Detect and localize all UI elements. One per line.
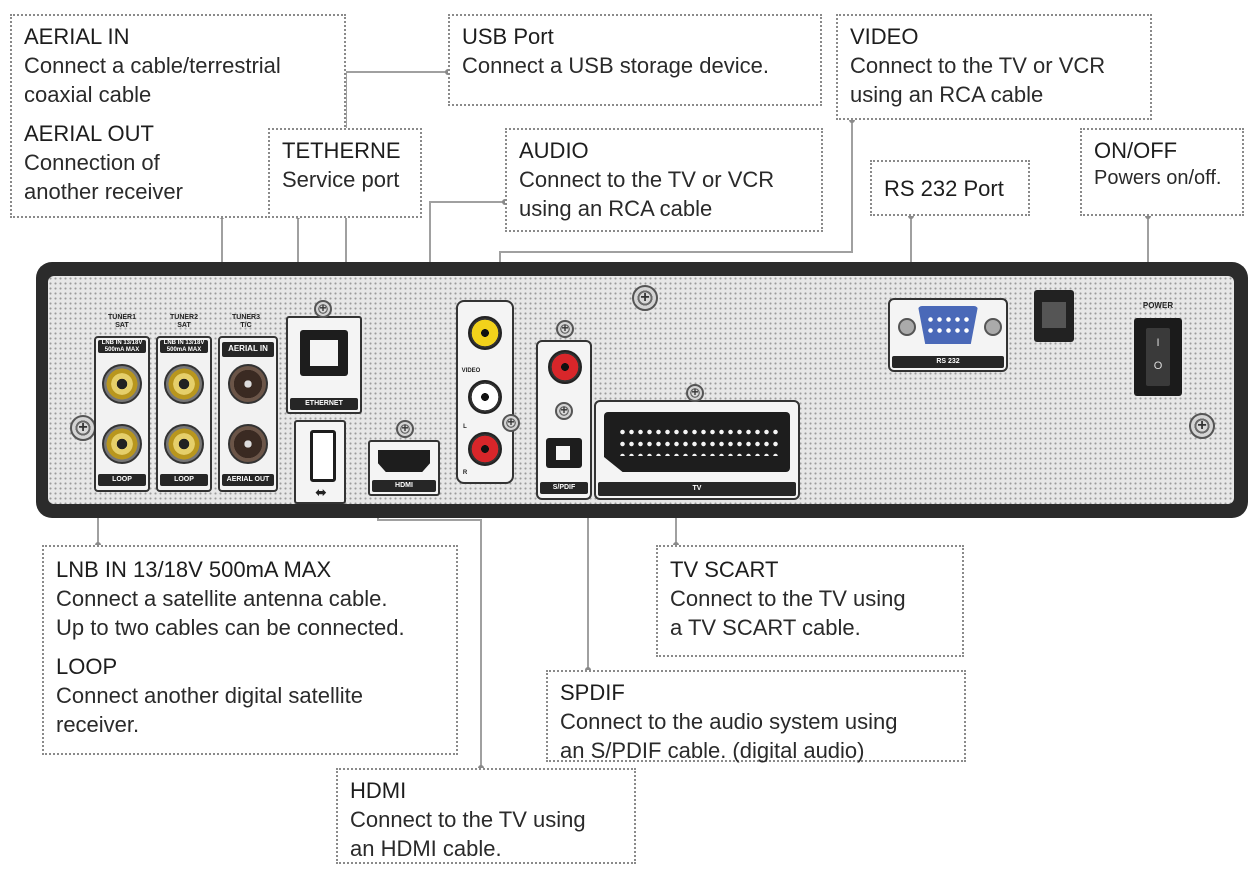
callout-onoff: ON/OFF Powers on/off. (1080, 128, 1244, 216)
ethernet-port[interactable]: ETHERNET (286, 316, 362, 414)
lnb-label: LNB IN 13/18V 500mA MAX (160, 340, 208, 354)
callout-lnb: LNB IN 13/18V 500mA MAX Connect a satell… (42, 545, 458, 755)
aerial-in-label: AERIAL IN (222, 342, 274, 357)
coax-audio-connector[interactable] (548, 350, 582, 384)
spdif-label: S/PDIF (540, 482, 588, 494)
aerial-in-connector[interactable] (228, 364, 268, 404)
callout-spdif: SPDIF Connect to the audio system using … (546, 670, 966, 764)
spdif-block: + S/PDIF (536, 340, 592, 500)
aerial-in-desc: Connect a cable/terrestrial coaxial cabl… (24, 53, 281, 108)
audio-r-connector[interactable] (468, 432, 502, 466)
onoff-title: ON/OFF (1094, 138, 1178, 163)
usb-icon: ⬌ (315, 484, 327, 500)
callout-rs232: RS 232 Port (870, 160, 1030, 216)
rs232-port[interactable]: RS 232 (888, 298, 1008, 372)
tuner2-label: TUNER2 SAT (169, 314, 198, 329)
power-switch[interactable]: I O (1134, 318, 1182, 396)
lnb-in-2-connector[interactable] (164, 364, 204, 404)
screw-icon: + (632, 285, 658, 311)
loop-2-connector[interactable] (164, 424, 204, 464)
hdmi-desc: Connect to the TV using an HDMI cable. (350, 807, 586, 862)
tv-scart-port[interactable]: TV (594, 400, 800, 500)
aerial-out-desc: Connection of another receiver (24, 150, 183, 205)
audio-l-label: L (463, 424, 467, 430)
av-rca-block: VIDEO L R (456, 300, 514, 484)
screw-icon: + (396, 420, 414, 438)
loop-1-connector[interactable] (102, 424, 142, 464)
usb-port[interactable]: ⬌ (294, 420, 346, 504)
audio-title: AUDIO (519, 138, 589, 163)
rs232-label: RS 232 (892, 356, 1004, 368)
loop-desc: Connect another digital satellite receiv… (56, 683, 363, 738)
callout-tvscart: TV SCART Connect to the TV using a TV SC… (656, 545, 964, 657)
ethernet-label: ETHERNET (290, 398, 358, 410)
hdmi-title: HDMI (350, 778, 407, 803)
optical-cover (1034, 290, 1074, 342)
switch-off-mark: O (1153, 360, 1163, 372)
screw-icon: + (314, 300, 332, 318)
audio-desc: Connect to the TV or VCR using an RCA ca… (519, 167, 775, 222)
switch-on-mark: I (1156, 337, 1160, 349)
tuner3-block: AERIAL IN AERIAL OUT (218, 336, 278, 492)
video-desc: Connect to the TV or VCR using an RCA ca… (850, 53, 1106, 108)
tuner3-label: TUNER3 T/C (231, 314, 260, 329)
usb-desc: Connect a USB storage device. (462, 53, 769, 79)
audio-l-connector[interactable] (468, 380, 502, 414)
screw-icon: + (556, 320, 574, 338)
tv-scart-label: TV (598, 482, 796, 496)
aerial-out-label: AERIAL OUT (222, 474, 274, 486)
spdif-optical-port[interactable] (546, 438, 582, 468)
power-label: POWER (1142, 301, 1174, 310)
callout-tetherne: TETHERNE Service port (268, 128, 422, 218)
tetherne-title: TETHERNE (282, 138, 401, 163)
tuner1-block: LNB IN 13/18V 500mA MAX LOOP (94, 336, 150, 492)
hdmi-label: HDMI (372, 480, 436, 492)
aerial-in-title: AERIAL IN (24, 24, 130, 49)
screw-icon: + (555, 402, 573, 420)
loop-label: LOOP (98, 474, 146, 486)
aerial-out-title: AERIAL OUT (24, 121, 154, 147)
loop-label: LOOP (160, 474, 208, 486)
screw-icon: + (686, 384, 704, 402)
tuner1-label: TUNER1 SAT (107, 314, 136, 329)
screw-icon: + (70, 415, 96, 441)
onoff-desc: Powers on/off. (1094, 167, 1222, 190)
callout-hdmi: HDMI Connect to the TV using an HDMI cab… (336, 768, 636, 864)
callout-audio: AUDIO Connect to the TV or VCR using an … (505, 128, 823, 232)
video-title: VIDEO (850, 24, 919, 49)
video-connector[interactable] (468, 316, 502, 350)
rs232-title: RS 232 Port (884, 176, 1004, 201)
tvscart-title: TV SCART (670, 557, 779, 582)
callout-usb: USB Port Connect a USB storage device. (448, 14, 822, 106)
hdmi-port[interactable]: HDMI (368, 440, 440, 496)
tetherne-desc: Service port (282, 167, 400, 193)
screw-icon: + (502, 414, 520, 432)
usb-title: USB Port (462, 24, 554, 49)
screw-icon: + (1189, 413, 1215, 439)
audio-r-label: R (462, 470, 468, 476)
callout-video: VIDEO Connect to the TV or VCR using an … (836, 14, 1152, 120)
tvscart-desc: Connect to the TV using a TV SCART cable… (670, 586, 906, 641)
lnb-title: LNB IN 13/18V 500mA MAX (56, 557, 332, 582)
aerial-out-connector[interactable] (228, 424, 268, 464)
video-label: VIDEO (461, 368, 481, 374)
loop-title: LOOP (56, 654, 118, 680)
lnb-in-1-connector[interactable] (102, 364, 142, 404)
spdif-desc: Connect to the audio system using an S/P… (560, 709, 898, 764)
lnb-desc: Connect a satellite antenna cable. Up to… (56, 586, 405, 641)
tuner2-block: LNB IN 13/18V 500mA MAX LOOP (156, 336, 212, 492)
receiver-rear-panel: + + + TUNER1 SAT TUNER2 SAT TUNER3 T/C L… (36, 262, 1248, 518)
lnb-label: LNB IN 13/18V 500mA MAX (98, 340, 146, 354)
spdif-title: SPDIF (560, 680, 625, 705)
